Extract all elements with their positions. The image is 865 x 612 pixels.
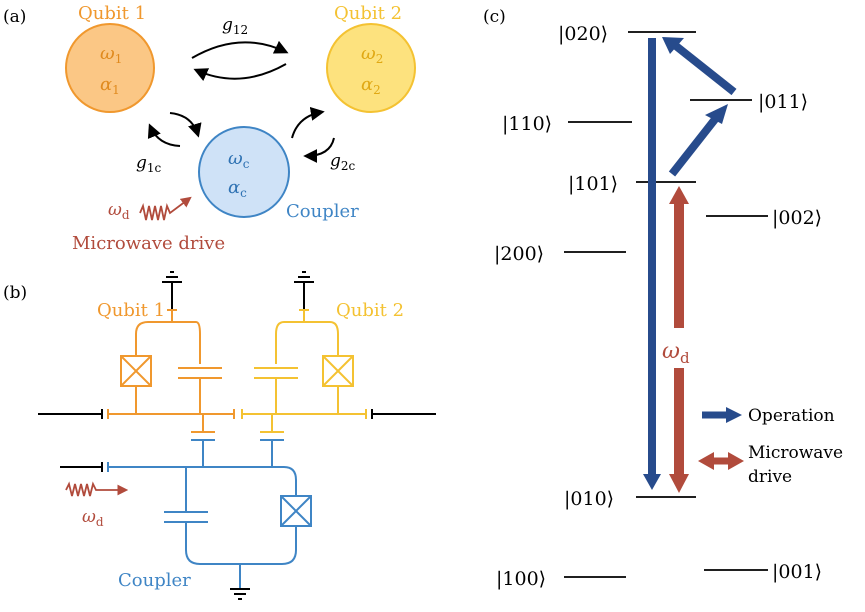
ket-101: |101⟩ (568, 173, 618, 195)
qubit-1-freq: ω (100, 43, 115, 64)
ket-011: |011⟩ (758, 91, 808, 113)
drive-arrow-c: ωd (662, 186, 690, 493)
coupler-circuit-label: Coupler (118, 570, 191, 591)
ket-001: |001⟩ (772, 561, 822, 583)
coupler-node: ωc αc Coupler (198, 126, 359, 222)
qubit-1-anh: α (100, 74, 112, 95)
legend: Operation Microwave drive (698, 406, 843, 487)
qubit-1-anh-sub: 1 (112, 83, 120, 97)
qubit-1-circle (65, 23, 155, 113)
coupler-freq: ω (228, 148, 243, 169)
qubit-1-circuit (107, 310, 235, 433)
panel-b: (b) Qubit 1 Qubit 2 (3, 271, 436, 600)
qubit-1-circuit-label: Qubit 1 (97, 300, 165, 321)
g1c-coupling-arrows: g1c (136, 112, 202, 175)
panel-c: (c) |020⟩ |110⟩ |011⟩ |101⟩ |002⟩ |200⟩ … (483, 7, 843, 590)
svg-text:ω2: ω2 (361, 43, 383, 66)
drive-a-sub: d (122, 208, 130, 222)
qubit-1-node: Qubit 1 ω1 α1 (65, 3, 155, 113)
qubit-2-anh-sub: 2 (373, 83, 381, 97)
svg-text:ωd: ωd (662, 339, 690, 367)
ket-110: |110⟩ (502, 113, 552, 135)
svg-text:ωd: ωd (108, 200, 130, 222)
g2c-sub: 2c (341, 159, 356, 173)
qubit-1-title: Qubit 1 (78, 3, 146, 24)
svg-text:g1c: g1c (136, 153, 162, 175)
drive-a: ωd Microwave drive (72, 196, 225, 254)
coupler-title: Coupler (286, 201, 359, 222)
g2c-coupling-arrows: g2c (291, 106, 356, 173)
coupler-freq-sub: c (243, 157, 250, 171)
coupler-circle (198, 126, 290, 218)
ket-002: |002⟩ (772, 207, 822, 229)
g1c-symbol: g (136, 153, 147, 173)
drive-b-sub: d (96, 515, 104, 529)
panel-a: (a) Qubit 1 ω1 α1 Qubit 2 ω2 α2 ωc αc Co… (3, 3, 416, 254)
coupler-anh: α (228, 177, 240, 198)
g2c-symbol: g (330, 151, 341, 171)
ket-100: |100⟩ (496, 568, 546, 590)
drive-a-label: Microwave drive (72, 233, 225, 254)
coupler-anh-sub: c (240, 186, 247, 200)
g12-sub: 12 (233, 23, 248, 37)
svg-text:g2c: g2c (330, 151, 356, 173)
svg-text:g12: g12 (222, 15, 248, 37)
panel-c-label: (c) (483, 7, 506, 27)
svg-text:α2: α2 (361, 74, 381, 97)
panel-b-label: (b) (3, 283, 27, 303)
g12-coupling-arrows: g12 (191, 15, 289, 82)
qubit-2-circle (326, 23, 416, 113)
energy-levels (564, 31, 768, 578)
qubit-2-freq: ω (361, 43, 376, 64)
qubit-1-freq-sub: 1 (115, 52, 123, 66)
svg-text:ωd: ωd (82, 507, 104, 529)
panel-a-label: (a) (3, 7, 26, 27)
legend-drive-label-1: Microwave (748, 443, 843, 463)
ground-symbol-bottom (230, 588, 250, 600)
operation-arrow-011-020 (662, 37, 737, 96)
ket-020: |020⟩ (558, 23, 608, 45)
g1c-sub: 1c (147, 161, 162, 175)
qubit-2-circuit (241, 310, 367, 433)
operation-arrow-101-011 (668, 104, 728, 177)
ground-symbols-top (162, 271, 314, 310)
coupler-circuit (107, 439, 312, 588)
qubit-2-circuit-label: Qubit 2 (336, 300, 404, 321)
legend-operation-label: Operation (748, 406, 835, 426)
ket-010: |010⟩ (564, 488, 614, 510)
drive-b-wave (65, 481, 129, 497)
qubit-2-title: Qubit 2 (334, 3, 402, 24)
ket-200: |200⟩ (494, 243, 544, 265)
operation-arrow-vertical (643, 38, 661, 490)
drive-c-symbol: ω (662, 339, 680, 364)
g12-symbol: g (222, 15, 233, 35)
svg-text:ω1: ω1 (100, 43, 122, 66)
svg-text:ωc: ωc (228, 148, 250, 171)
drive-a-wave (139, 196, 192, 221)
drive-c-sub: d (680, 349, 690, 367)
qubit-2-node: Qubit 2 ω2 α2 (326, 3, 416, 113)
svg-text:α1: α1 (100, 74, 120, 97)
qubit-2-anh: α (361, 74, 373, 95)
drive-b: ωd (65, 481, 129, 529)
drive-b-symbol: ω (82, 507, 96, 527)
qubit-2-freq-sub: 2 (376, 52, 384, 66)
drive-a-symbol: ω (108, 200, 122, 220)
legend-drive-label-2: drive (748, 467, 792, 487)
svg-text:αc: αc (228, 177, 247, 200)
